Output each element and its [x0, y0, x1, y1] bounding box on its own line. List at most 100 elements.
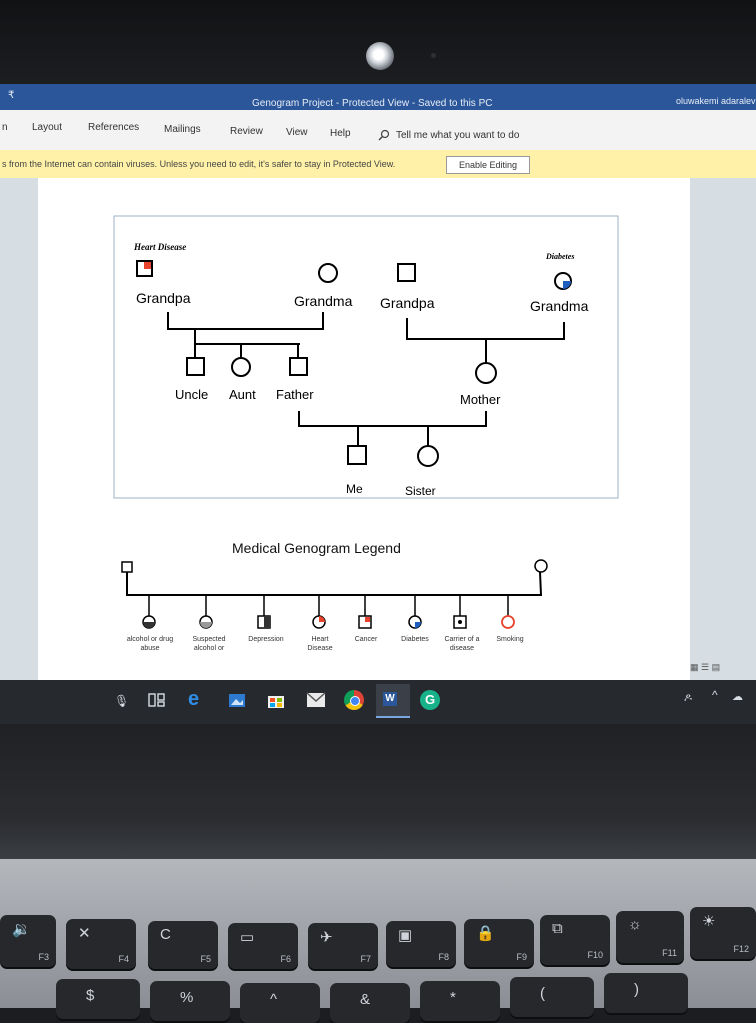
key-f4[interactable]: ✕F4 — [66, 919, 136, 969]
windows-taskbar: 🎙 e W G ዶ ^ ☁ — [0, 680, 756, 724]
key-f6[interactable]: ▭F6 — [228, 923, 298, 969]
label-father: Father — [276, 387, 314, 402]
legend-line — [126, 571, 543, 596]
legend-carrier-symbol — [453, 615, 467, 629]
father-symbol — [289, 357, 308, 376]
label-me: Me — [346, 482, 363, 496]
brightness-down-icon: ☼ — [628, 916, 642, 933]
task-view-icon[interactable] — [148, 692, 166, 710]
account-name[interactable]: oluwakemi adaralev — [676, 96, 756, 106]
key-f12[interactable]: ☀F12 — [690, 907, 756, 959]
legend-depression-symbol — [257, 615, 271, 629]
legend-label-suspected-alcohol: Suspected alcohol or — [192, 636, 226, 652]
label-sister: Sister — [405, 484, 436, 498]
uncle-symbol — [186, 357, 205, 376]
ribbon-tabs: n Layout References Mailings Review View… — [0, 96, 756, 150]
display-switch-icon: ⧉ — [552, 920, 563, 937]
key-6[interactable]: ^ — [240, 983, 320, 1023]
tell-me-search[interactable]: Tell me what you want to do — [396, 130, 520, 141]
webcam — [366, 42, 394, 70]
label-grandma-right: Grandma — [530, 298, 589, 314]
volume-up-icon: 🔉 — [12, 921, 31, 938]
marriage-line-paternal — [167, 312, 324, 330]
legend-cancer-symbol — [358, 615, 372, 629]
screenshot-icon: ▣ — [398, 927, 413, 944]
key-8[interactable]: * — [420, 981, 500, 1021]
lock-icon: 🔒 — [476, 925, 495, 942]
chrome-icon[interactable] — [344, 690, 364, 710]
legend-suspected-alcohol-symbol — [199, 615, 213, 629]
tab-help[interactable]: Help — [330, 128, 351, 139]
legend-label-alcohol: alcohol or drug abuse — [126, 636, 174, 652]
legend-heart-disease-symbol — [312, 615, 326, 629]
view-buttons[interactable]: ▦ ☰ ▤ — [690, 662, 721, 672]
legend-label-heart-disease: Heart Disease — [307, 636, 333, 652]
document-page: Heart Disease Diabetes Grandpa Grandma G… — [38, 178, 690, 688]
enable-editing-button[interactable]: Enable Editing — [446, 156, 530, 174]
document-area: Heart Disease Diabetes Grandpa Grandma G… — [0, 178, 756, 724]
mail-icon[interactable] — [306, 692, 326, 708]
grandpa-left-symbol — [136, 260, 153, 277]
grandpa-right-symbol — [397, 263, 416, 282]
legend-diabetes-symbol — [408, 615, 422, 629]
genogram-diagram — [113, 215, 619, 629]
laptop-hinge — [0, 724, 756, 859]
key-f9[interactable]: 🔒F9 — [464, 919, 534, 967]
key-5[interactable]: % — [150, 981, 230, 1021]
key-f8[interactable]: ▣F8 — [386, 921, 456, 967]
photos-icon[interactable] — [228, 692, 246, 710]
legend-label-smoking: Smoking — [496, 636, 524, 643]
quick-access-toolbar[interactable]: ₹ — [8, 90, 15, 101]
chevron-up-icon[interactable]: ^ — [712, 688, 718, 702]
protected-view-bar: s from the Internet can contain viruses.… — [0, 150, 756, 179]
refresh-icon: C — [160, 926, 171, 943]
key-f3[interactable]: 🔉F3 — [0, 915, 56, 967]
key-4[interactable]: $ — [56, 979, 140, 1019]
grammarly-icon[interactable]: G — [420, 690, 440, 710]
heart-disease-annotation: Heart Disease — [134, 242, 187, 252]
key-7[interactable]: & — [330, 983, 410, 1023]
legend-label-cancer: Cancer — [354, 636, 378, 643]
people-icon[interactable]: ዶ — [684, 692, 693, 704]
label-grandpa-right: Grandpa — [380, 295, 435, 311]
airplane-icon: ✈ — [320, 929, 333, 946]
key-0[interactable]: ) — [604, 973, 688, 1013]
legend-title: Medical Genogram Legend — [232, 540, 401, 556]
word-icon: W — [383, 692, 397, 706]
microphone-icon[interactable]: 🎙 — [114, 694, 130, 708]
diabetes-annotation: Diabetes — [546, 252, 575, 261]
grandma-right-symbol — [554, 272, 572, 290]
legend-smoking-symbol — [501, 615, 515, 629]
key-f11[interactable]: ☼F11 — [616, 911, 684, 963]
key-9[interactable]: ( — [510, 977, 594, 1017]
tab-layout[interactable]: Layout — [32, 122, 63, 133]
label-grandma-left: Grandma — [294, 293, 353, 309]
word-title-bar: ₹ Genogram Project - Protected View - Sa… — [0, 84, 756, 110]
laptop-screen: ₹ Genogram Project - Protected View - Sa… — [0, 84, 756, 724]
edge-browser-icon[interactable]: e — [188, 688, 200, 710]
legend-alcohol-symbol — [142, 615, 156, 629]
legend-label-carrier: Carrier of a disease — [444, 636, 480, 652]
label-uncle: Uncle — [175, 387, 209, 402]
me-symbol — [347, 445, 367, 465]
tab-references[interactable]: References — [88, 122, 140, 133]
key-f7[interactable]: ✈F7 — [308, 923, 378, 969]
marriage-line-maternal — [406, 318, 565, 340]
key-f10[interactable]: ⧉F10 — [540, 915, 610, 965]
store-icon[interactable] — [266, 690, 286, 710]
label-aunt: Aunt — [229, 387, 256, 402]
tab-review[interactable]: Review — [230, 126, 263, 137]
brightness-up-icon: ☀ — [702, 913, 716, 930]
legend-female-symbol — [534, 559, 548, 573]
tab-insert[interactable]: n — [2, 122, 8, 133]
diagram-frame — [113, 215, 619, 499]
tab-view[interactable]: View — [286, 127, 308, 138]
marriage-line-parents — [298, 411, 487, 427]
sister-symbol — [417, 445, 439, 467]
word-taskbar-button[interactable]: W — [376, 684, 410, 718]
cloud-icon[interactable]: ☁ — [732, 691, 743, 703]
lightbulb-search-icon — [378, 129, 390, 141]
tab-mailings[interactable]: Mailings — [164, 124, 201, 135]
legend-male-symbol — [121, 561, 133, 573]
